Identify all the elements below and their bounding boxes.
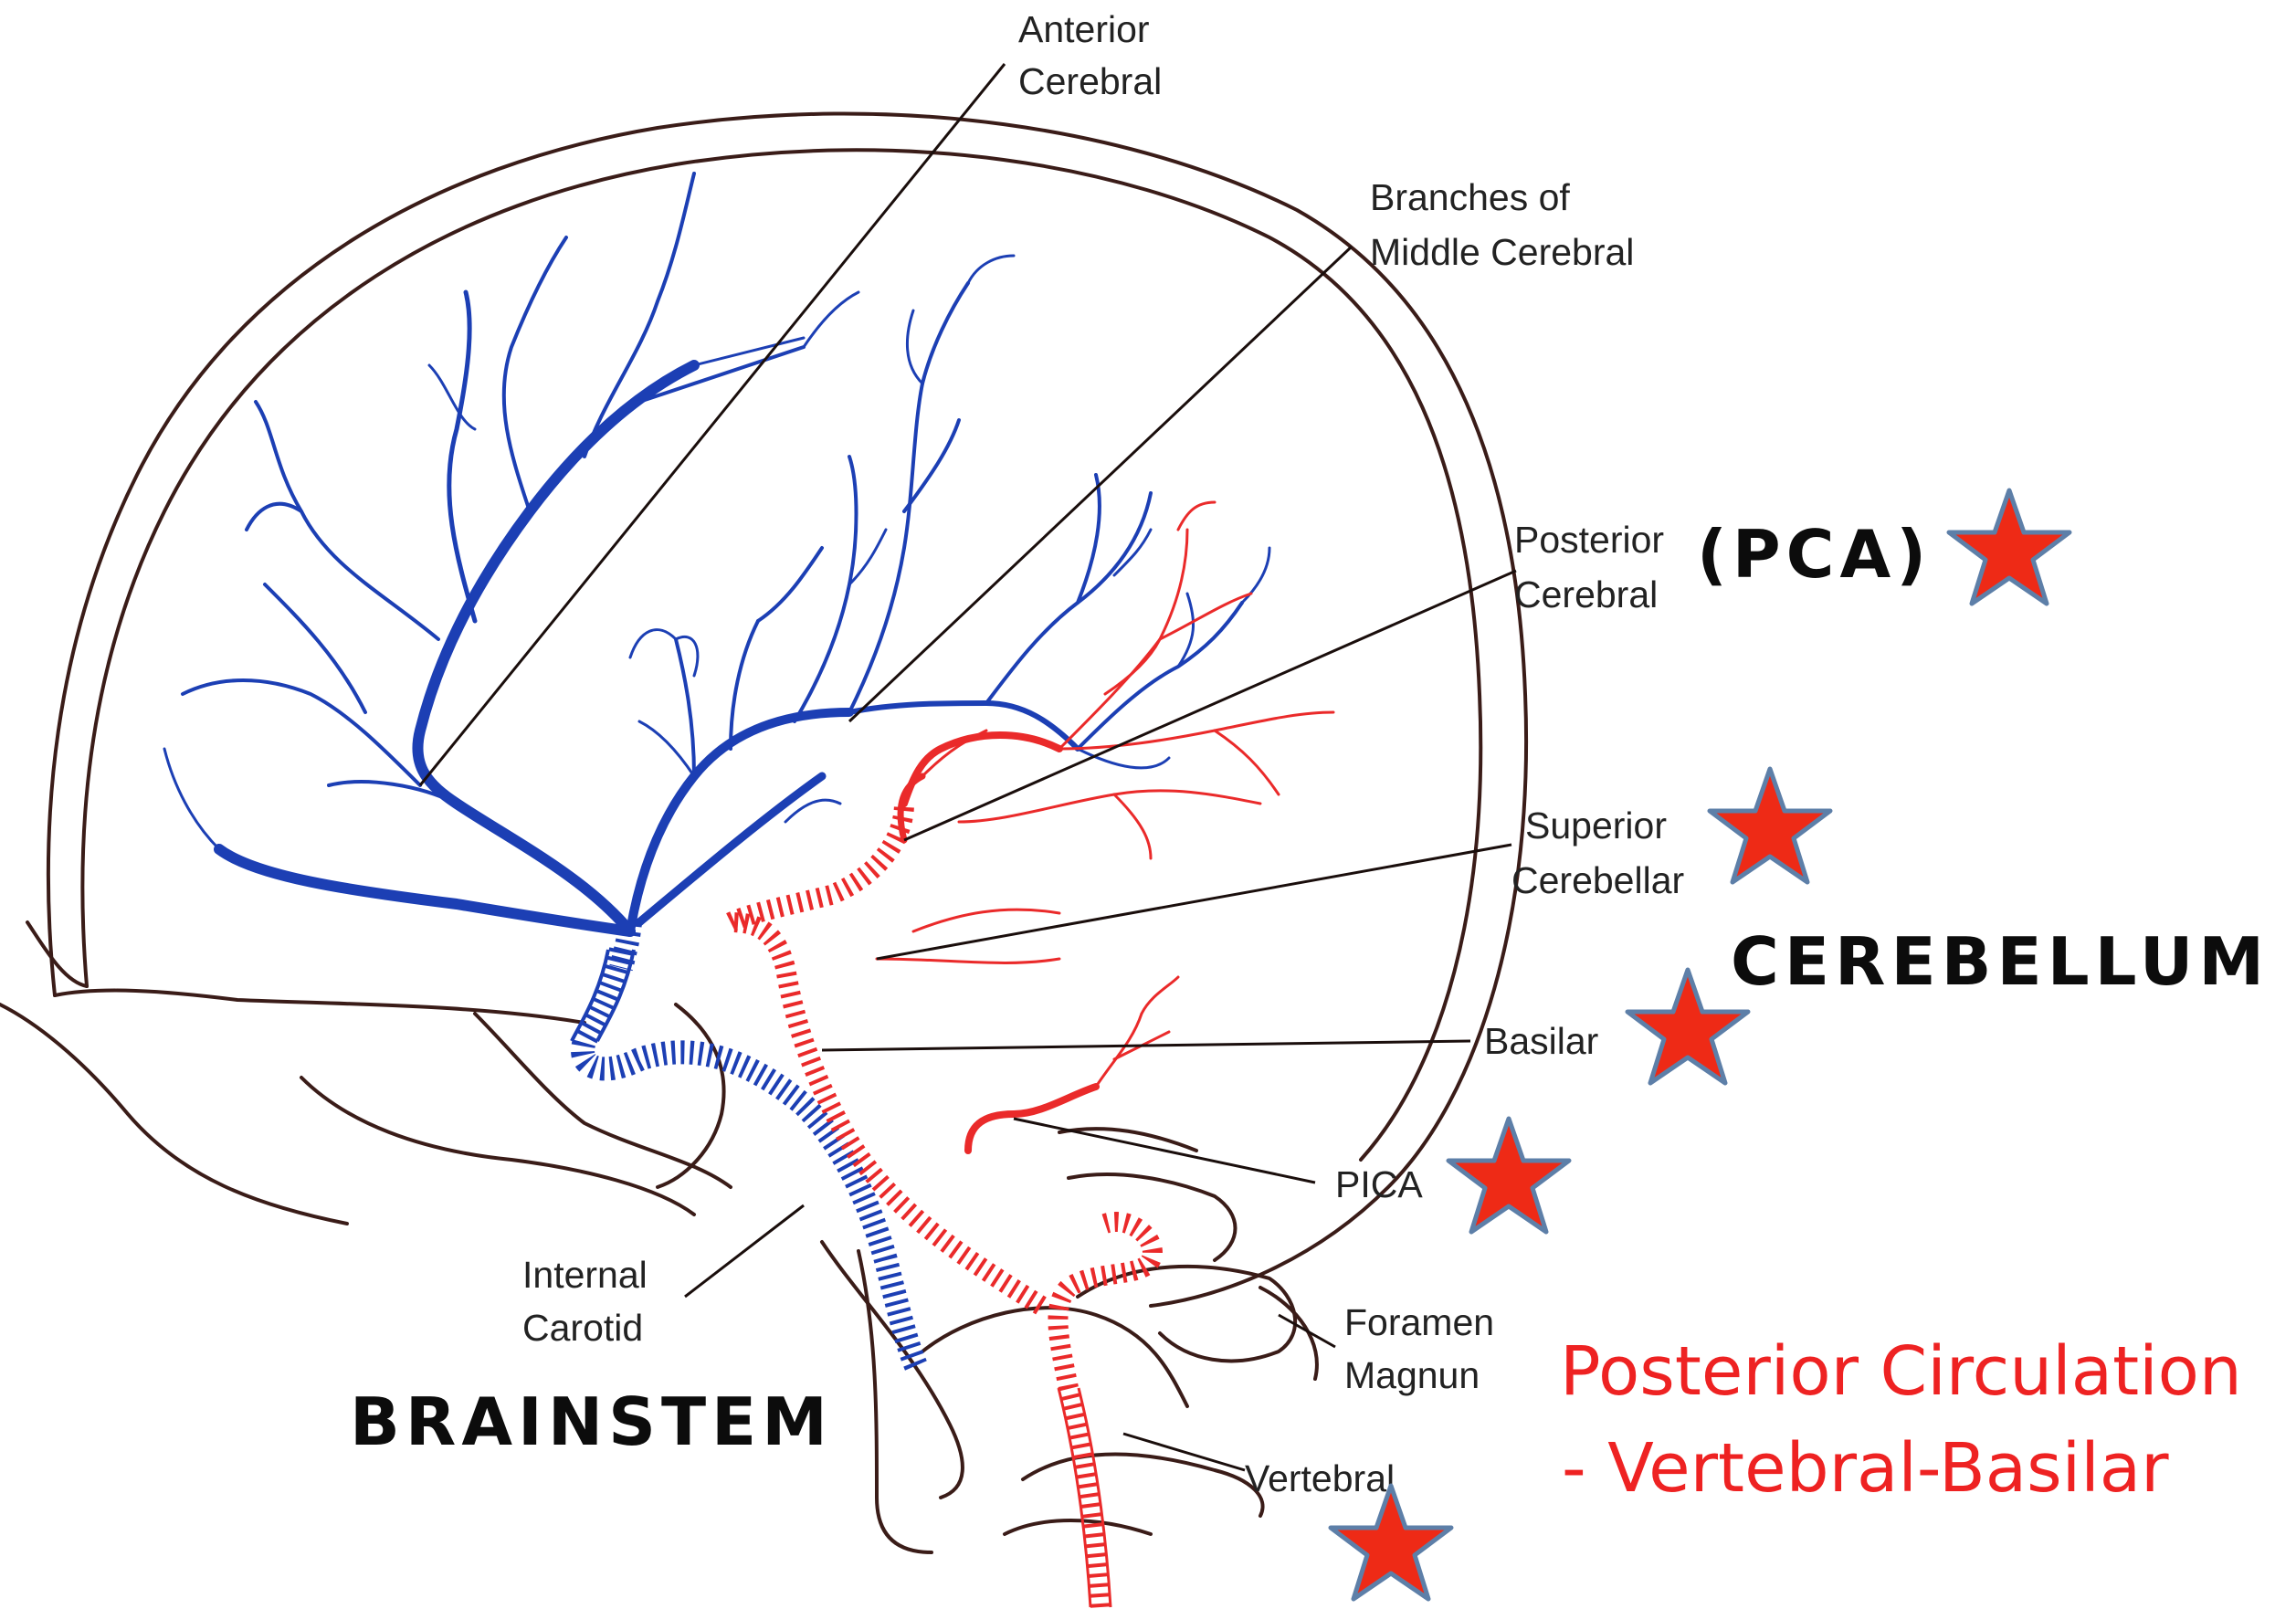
label-foramen-magnum-line2: Magnun: [1344, 1354, 1480, 1396]
vessel-labels: Anterior Cerebral Branches of Middle Cer…: [350, 8, 2270, 1508]
label-foramen-magnum-line1: Foramen: [1344, 1301, 1494, 1343]
label-anterior-cerebral-line2: Cerebral: [1018, 60, 1162, 102]
label-anterior-cerebral-line1: Anterior: [1018, 8, 1150, 50]
label-vertebral: Vertebral: [1245, 1457, 1395, 1499]
label-posterior-cerebral-line1: Posterior: [1514, 519, 1664, 561]
label-basilar: Basilar: [1484, 1020, 1598, 1062]
anterior-circulation-vessels: [164, 174, 1269, 1370]
skull-outline: [0, 113, 1526, 1552]
label-middle-cerebral-line1: Branches of: [1370, 176, 1570, 218]
label-pica: PICA: [1335, 1163, 1423, 1205]
subtitle-vertebral-basilar: - Vertebral-Basilar: [1562, 1429, 2169, 1508]
label-brainstem: BRAINSTEM: [350, 1383, 833, 1460]
star-icon: [1710, 769, 1830, 882]
label-middle-cerebral-line2: Middle Cerebral: [1370, 231, 1634, 273]
title-posterior-circulation: Posterior Circulation: [1560, 1332, 2242, 1411]
label-cerebellum: CEREBELLUM: [1731, 923, 2270, 1000]
label-internal-carotid-line1: Internal: [522, 1254, 648, 1296]
star-icon: [1949, 490, 2070, 604]
label-internal-carotid-line2: Carotid: [522, 1307, 643, 1349]
star-icon: [1448, 1119, 1569, 1232]
label-posterior-cerebral-line2: Cerebral: [1514, 573, 1658, 615]
label-superior-cerebellar-line1: Superior: [1525, 804, 1667, 847]
star-icon: [1331, 1486, 1451, 1599]
label-pca: (PCA): [1697, 516, 1932, 593]
label-superior-cerebellar-line2: Cerebellar: [1511, 859, 1684, 901]
